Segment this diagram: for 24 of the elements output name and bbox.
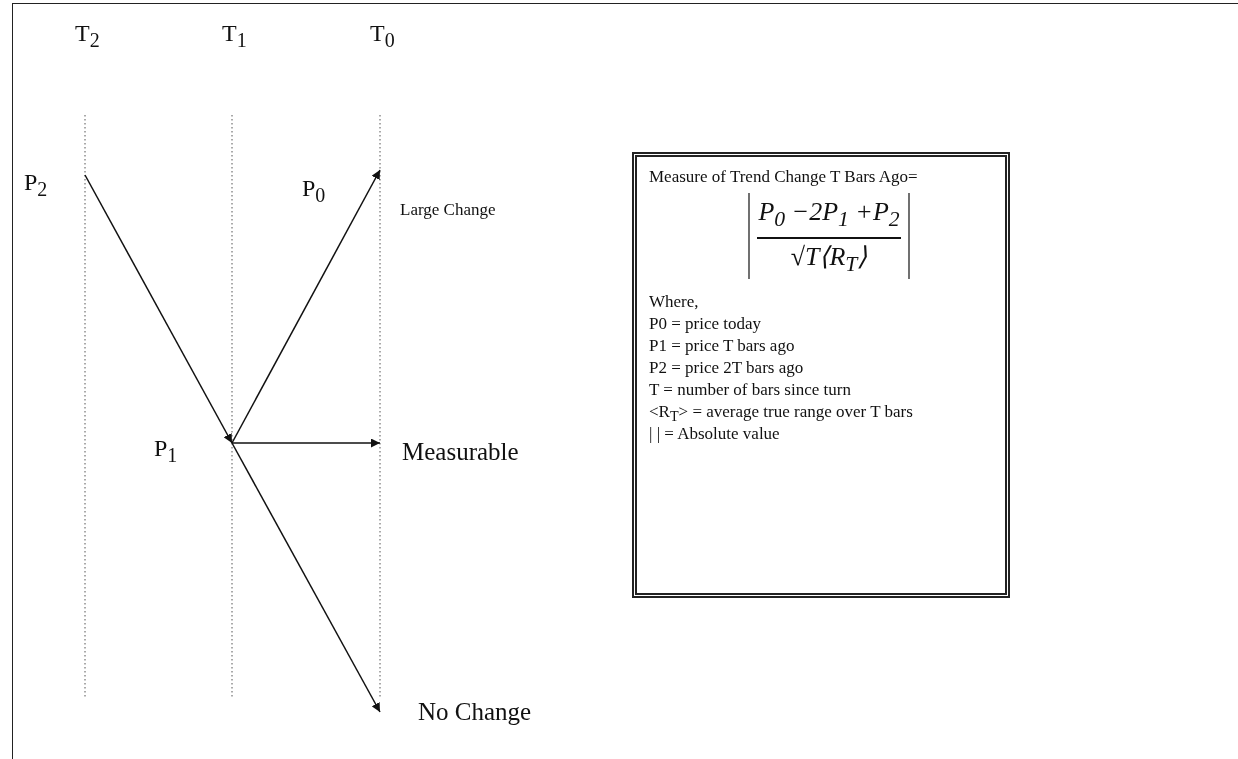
point-label: P$_{1}$	[154, 435, 178, 467]
denominator: √T⟨R$_{T}$⟩	[789, 241, 869, 278]
point-label: P$_{2}$	[24, 169, 48, 201]
where-text: Where,	[649, 292, 699, 312]
outcome-label: Large Change	[400, 200, 496, 220]
arrow	[231, 442, 381, 713]
formula-panel	[632, 152, 1010, 598]
time-label: T$_{0}$	[370, 20, 395, 52]
definition-text: | | = Absolute value	[649, 424, 780, 444]
time-label: T$_{1}$	[222, 20, 247, 52]
arrow	[84, 174, 233, 444]
arrow	[231, 169, 381, 444]
time-label: T$_{2}$	[75, 20, 100, 52]
heading-text: Measure of Trend Change T Bars Ago=	[649, 167, 918, 187]
definition-text: T = number of bars since turn	[649, 380, 851, 400]
outcome-label: No Change	[418, 698, 532, 726]
outcome-label: Measurable	[402, 438, 519, 466]
point-label: P$_{0}$	[302, 175, 326, 207]
definition-text: P1 = price T bars ago	[649, 336, 795, 356]
arrow	[231, 438, 381, 448]
definition-text: P2 = price 2T bars ago	[649, 358, 804, 378]
definition-text: P0 = price today	[649, 314, 762, 334]
definition-text: <R$_{T}$> = average true range over T bars	[649, 402, 913, 426]
numerator: P$_{0}$ −2P$_{1}$ +P$_{2}$	[757, 197, 901, 233]
